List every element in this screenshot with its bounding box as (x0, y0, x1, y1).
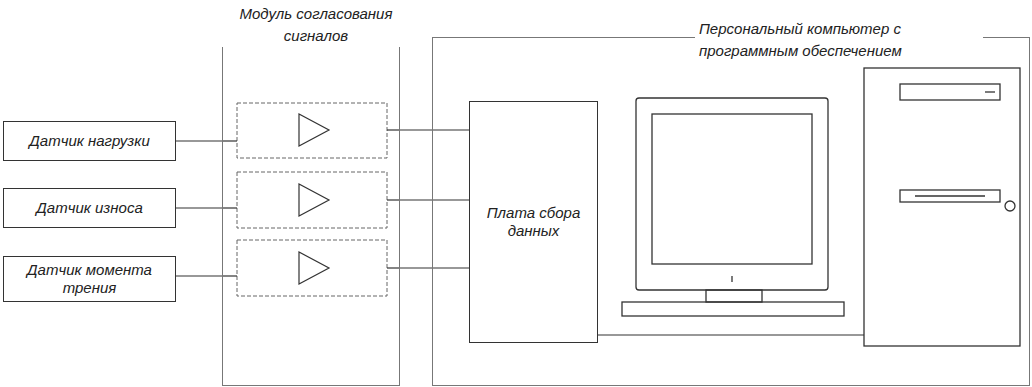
signal-wire (176, 207, 222, 208)
optical-drive (900, 84, 1000, 100)
computer-frame: Персональный компьютер с программным обе… (432, 37, 1030, 386)
amplifier-symbol (299, 184, 329, 216)
amplifier-box (237, 240, 387, 296)
wire (222, 275, 237, 276)
power-button (1005, 201, 1015, 211)
amplifier-box (237, 172, 387, 228)
wire (387, 199, 400, 200)
drive-button (985, 91, 995, 92)
floppy-drive (900, 190, 1000, 202)
floppy-slot (915, 195, 985, 196)
box-label: Датчик момента трения (9, 261, 170, 297)
wire (222, 140, 237, 141)
box-label: Датчик нагрузки (29, 132, 150, 150)
system-unit-icon (864, 68, 1020, 346)
frame-title: Модуль согласования сигналов (212, 3, 420, 47)
module-frame: Модуль согласования сигналов (222, 37, 400, 386)
system-unit (864, 68, 1020, 346)
sensor-box: Датчик износа (3, 188, 176, 228)
amplifier-symbols (299, 114, 329, 284)
wire (222, 207, 237, 208)
box-label: Датчик износа (36, 199, 143, 217)
monitor-stand (706, 290, 762, 302)
signal-wire (400, 129, 469, 130)
amplifiers (237, 103, 387, 296)
signal-wire (400, 267, 469, 268)
wire (387, 267, 400, 268)
wire (387, 129, 400, 130)
monitor-led (731, 276, 732, 282)
daq-board-box: Плата сбора данных (469, 101, 598, 343)
box-label: Плата сбора данных (475, 204, 592, 240)
frame-title: Персональный компьютер с программным обе… (695, 18, 983, 62)
signal-wire (400, 199, 469, 200)
monitor-icon (622, 98, 844, 316)
monitor-screen (652, 114, 812, 264)
sensor-box: Датчик нагрузки (3, 121, 176, 161)
amplifier-symbol (299, 114, 329, 146)
signal-wire (176, 140, 222, 141)
amplifier-symbol (299, 252, 329, 284)
wire (597, 334, 864, 335)
monitor-base (622, 302, 844, 316)
monitor-body (636, 98, 828, 290)
signal-wire (176, 275, 222, 276)
amplifier-box (237, 103, 387, 158)
sensor-box: Датчик момента трения (3, 256, 176, 302)
